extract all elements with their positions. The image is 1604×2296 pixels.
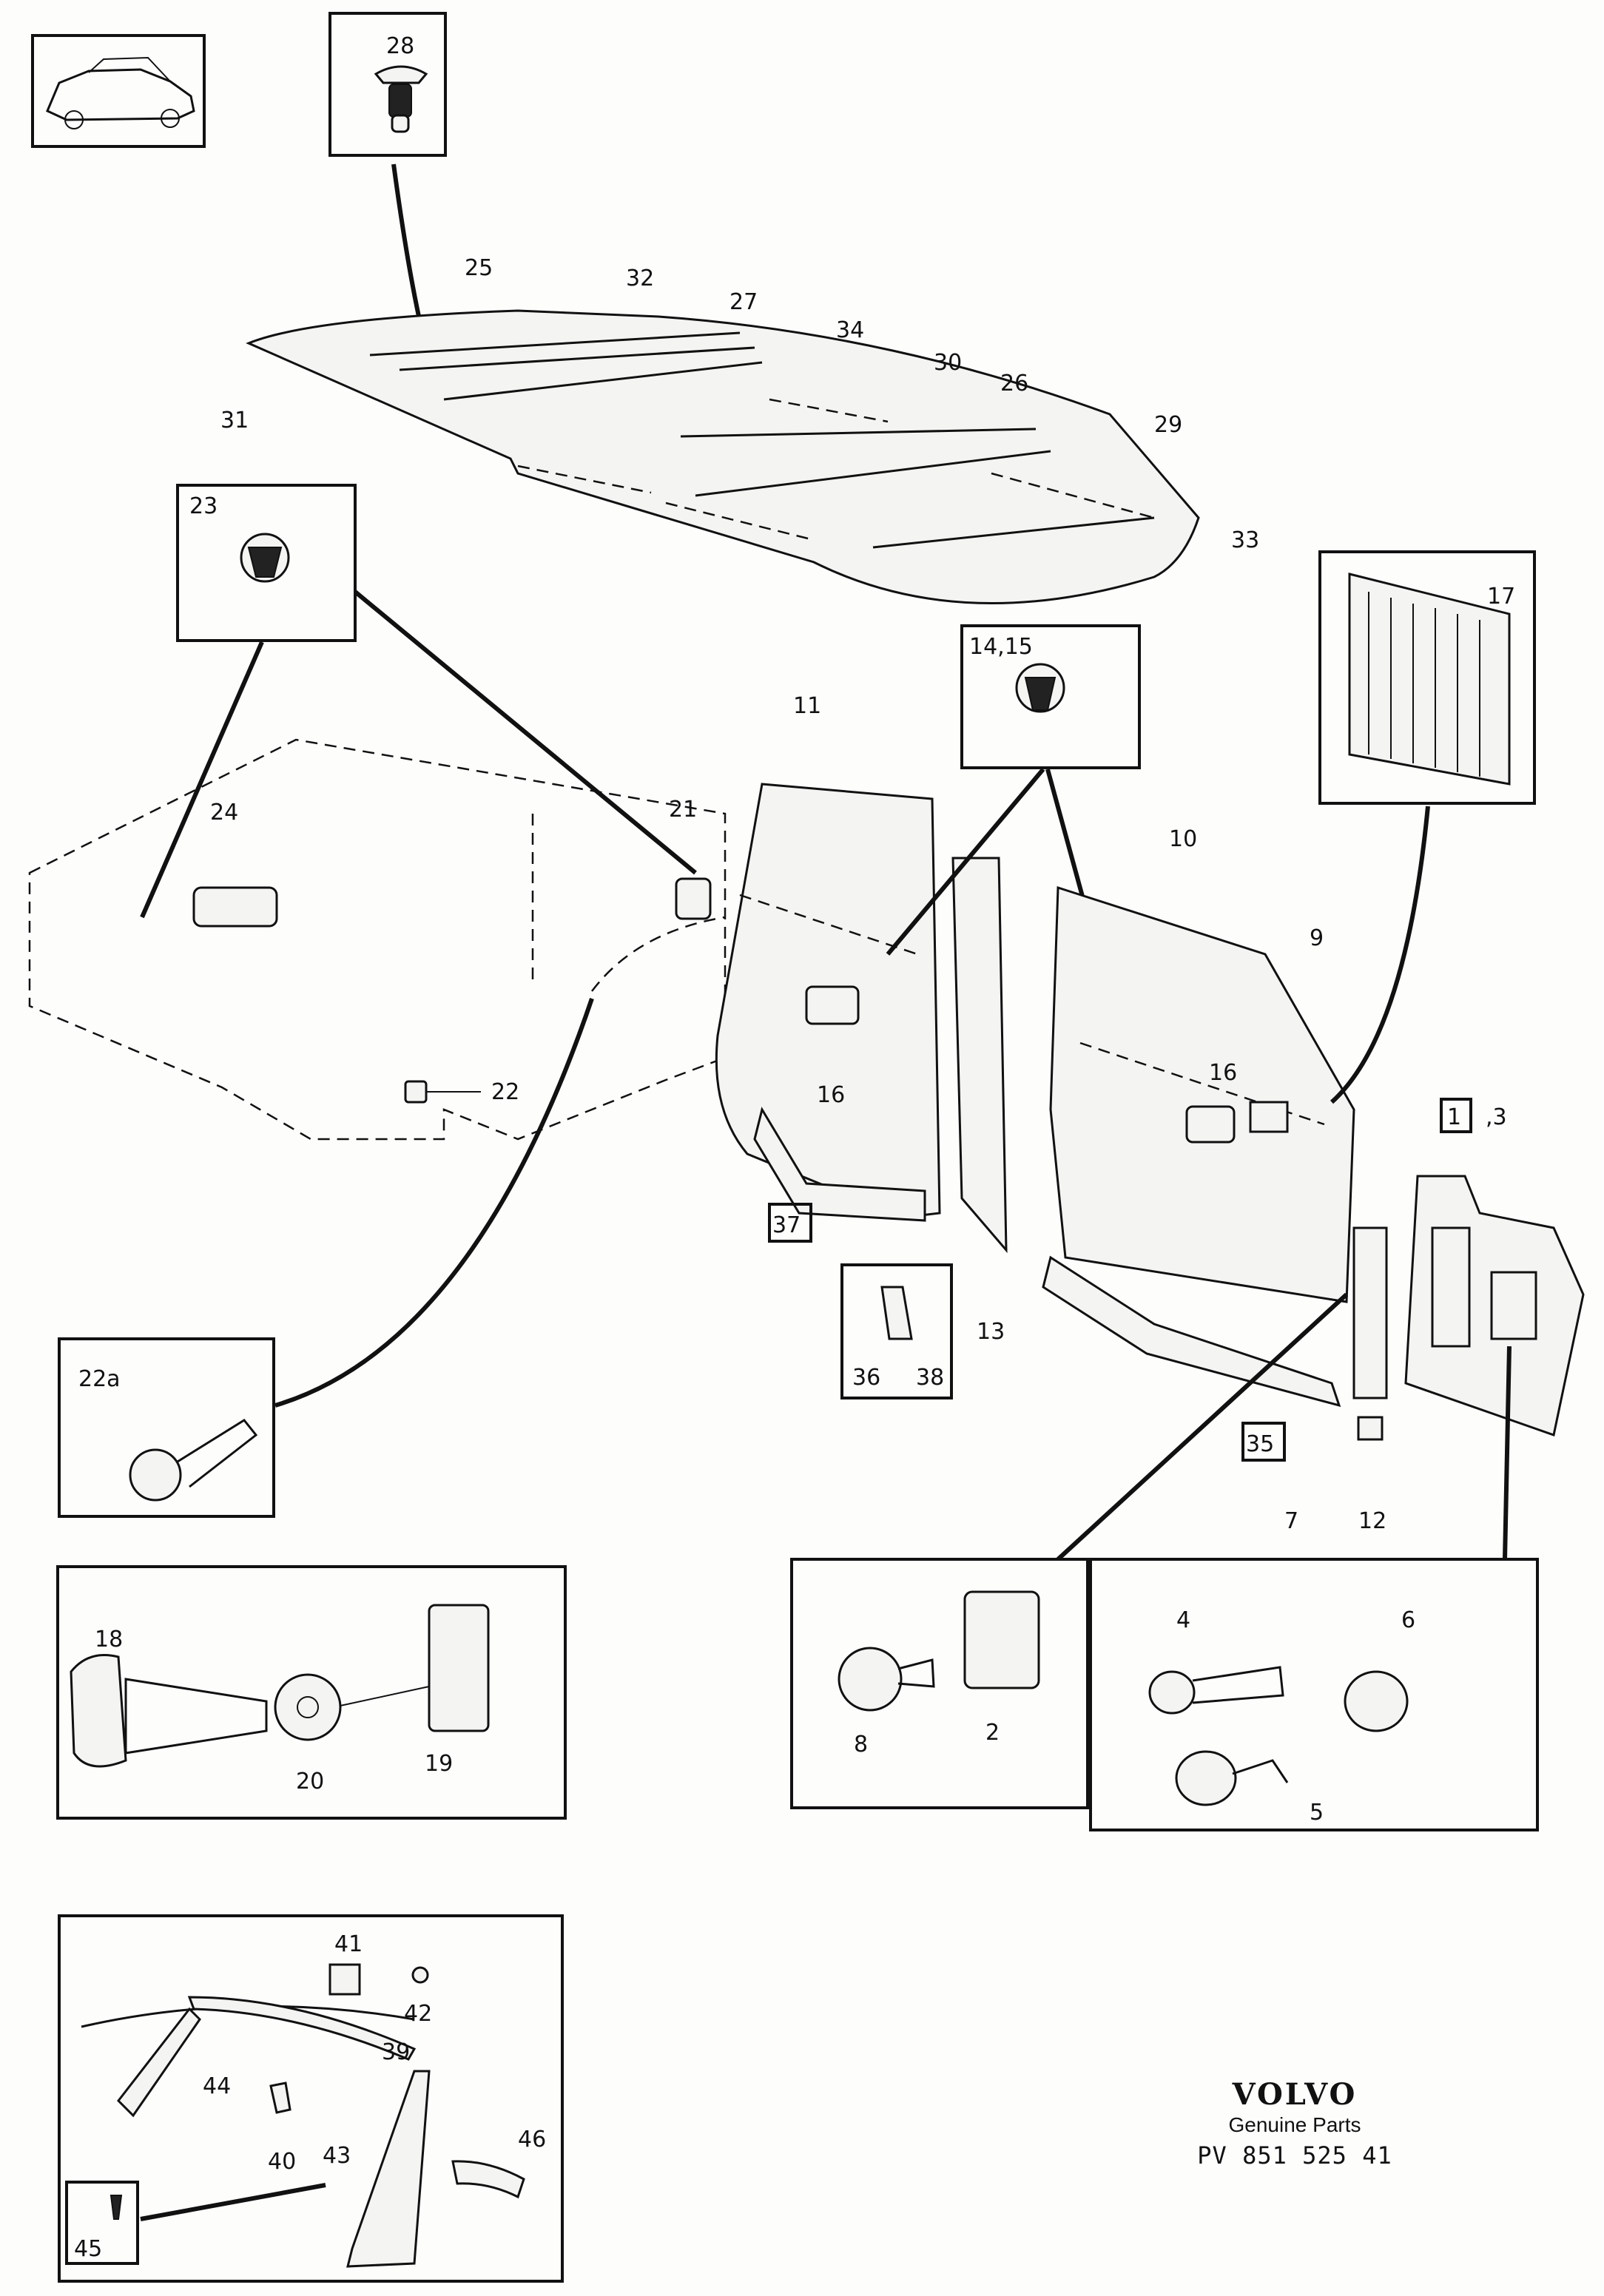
callout-28: 28 (386, 33, 414, 59)
callout-7: 7 (1284, 1508, 1298, 1534)
roof-headliner: 25 32 27 34 30 26 29 33 31 (220, 255, 1259, 605)
callout-24: 24 (210, 800, 238, 825)
callout-19: 19 (425, 1751, 453, 1777)
detail-box-2-8: 8 2 (790, 1292, 1349, 1809)
callout-21: 21 (669, 797, 697, 823)
callout-31: 31 (220, 408, 249, 433)
detail-box-39-46: 39 41 42 44 40 43 46 45 (58, 1914, 564, 2283)
callout-16b: 16 (1209, 1060, 1237, 1086)
detail-box-22a: 22a (58, 998, 594, 1518)
callout-1-3: ,3 (1486, 1104, 1507, 1130)
detail-box-36-38: 36 38 (840, 1263, 953, 1399)
callout-5: 5 (1310, 1800, 1324, 1826)
callout-18: 18 (95, 1627, 123, 1652)
callout-22: 22 (491, 1079, 519, 1105)
callout-27: 27 (729, 289, 758, 315)
callout-37: 37 (772, 1212, 801, 1238)
callout-25: 25 (465, 255, 493, 281)
callout-34: 34 (836, 317, 864, 343)
callout-1: 1 (1447, 1104, 1461, 1130)
callout-30: 30 (934, 350, 962, 376)
callout-14-15: 14,15 (969, 634, 1033, 660)
callout-36: 36 (852, 1365, 880, 1391)
callout-32: 32 (626, 266, 654, 291)
volvo-brand-block: VOLVO Genuine Parts PV 851 525 41 (1184, 2077, 1406, 2170)
callout-45: 45 (74, 2236, 102, 2262)
vehicle-thumbnail (31, 34, 206, 148)
callout-9: 9 (1310, 925, 1324, 951)
callout-44: 44 (203, 2073, 231, 2099)
callout-22a: 22a (78, 1366, 121, 1392)
callout-2: 2 (985, 1720, 1000, 1746)
callout-40: 40 (268, 2149, 296, 2175)
callout-12: 12 (1358, 1508, 1386, 1534)
callout-10: 10 (1169, 826, 1197, 852)
callout-42: 42 (404, 2001, 432, 2027)
callout-11: 11 (793, 693, 821, 719)
callout-33: 33 (1231, 527, 1259, 553)
callout-35: 35 (1246, 1431, 1274, 1457)
callout-20: 20 (296, 1769, 324, 1794)
quarter-trim-panel: 1 ,3 (1404, 1098, 1585, 1436)
detail-box-4-5-6: 4 6 5 (1089, 1345, 1539, 1831)
callout-23: 23 (189, 493, 218, 519)
volvo-logo: VOLVO (1232, 2077, 1358, 2112)
callout-26: 26 (1000, 371, 1028, 396)
detail-box-17: 17 (1318, 550, 1536, 1104)
callout-17: 17 (1487, 584, 1515, 610)
callout-13: 13 (977, 1319, 1005, 1345)
callout-8: 8 (854, 1732, 868, 1758)
callout-29: 29 (1154, 412, 1182, 438)
rear-side-panel: 24 21 22 (28, 738, 727, 1141)
brand-subtitle: Genuine Parts (1228, 2113, 1361, 2136)
callout-38: 38 (916, 1365, 944, 1391)
callout-4: 4 (1176, 1607, 1190, 1633)
callout-43: 43 (323, 2143, 351, 2169)
front-door-panel: 11 16 37 (715, 693, 941, 1243)
callout-39: 39 (382, 2039, 410, 2065)
detail-box-18-19-20: 18 20 19 (56, 1565, 567, 1820)
part-reference: PV 851 525 41 (1197, 2141, 1392, 2170)
callout-6: 6 (1401, 1607, 1415, 1633)
detail-box-23: 23 (140, 484, 697, 919)
rear-door-panel: 10 16 9 35 7 12 (1042, 826, 1388, 1534)
callout-16a: 16 (817, 1082, 845, 1108)
callout-46: 46 (518, 2127, 546, 2152)
callout-41: 41 (334, 1931, 363, 1957)
b-pillar-trim: 13 (951, 857, 1008, 1345)
